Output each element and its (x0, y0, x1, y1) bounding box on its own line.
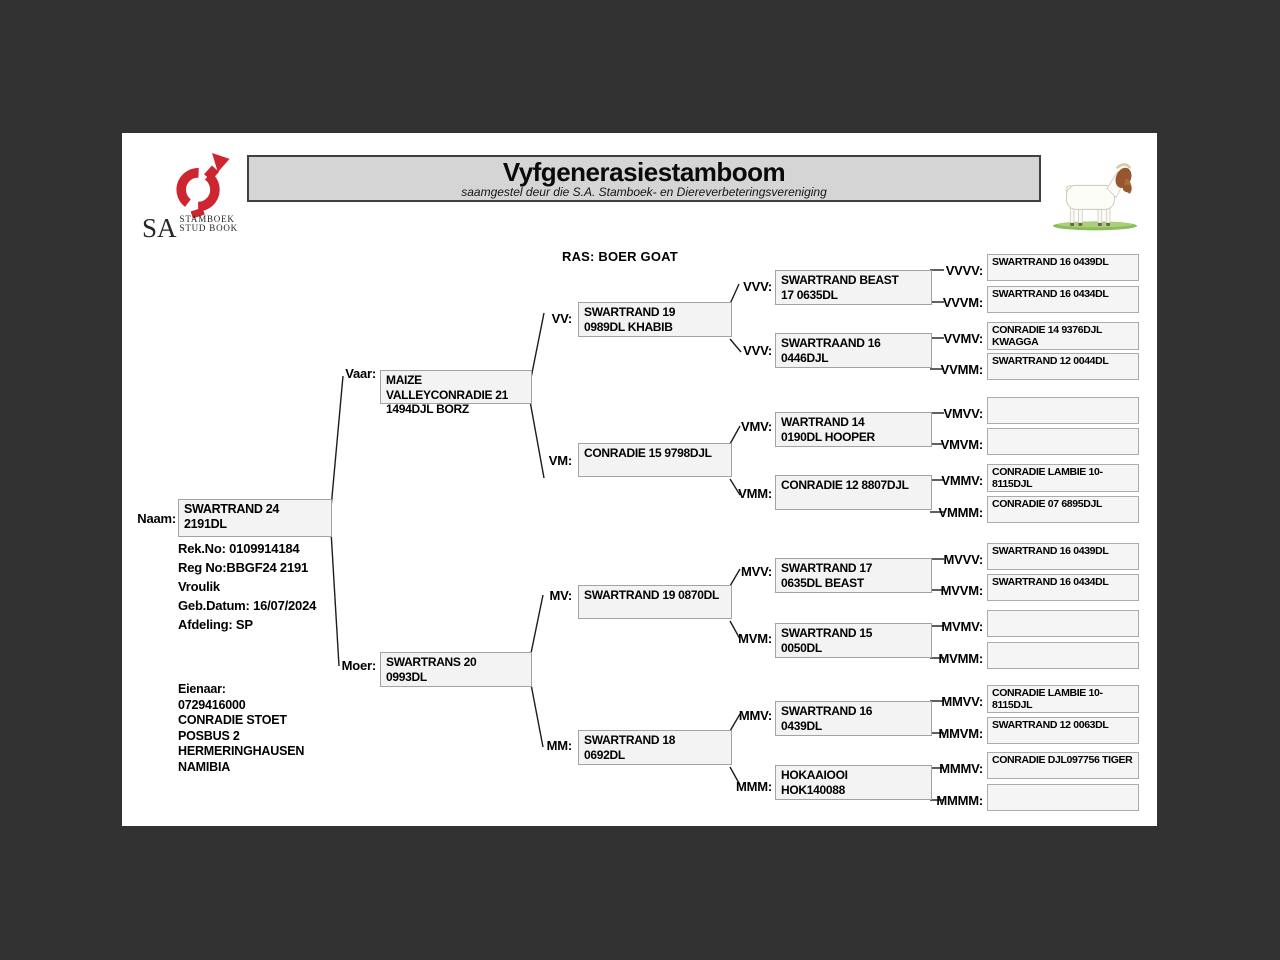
report-title: Vyfgenerasiestamboom (502, 157, 786, 187)
pedigree-box-vv: SWARTRAND 19 0989DL KHABIB (578, 302, 732, 337)
subject-sex: Vroulik (178, 579, 220, 594)
owner-name: CONRADIE STOET (178, 713, 287, 727)
pedigree-box-mvv: SWARTRAND 17 0635DL BEAST (775, 558, 932, 593)
pedigree-box-mmm: HOKAAIOOI HOK140088 (775, 765, 932, 800)
pedigree-box-mmvv: CONRADIE LAMBIE 10- 8115DJL (987, 685, 1139, 713)
boer-goat-image (1053, 163, 1137, 231)
owner-address-2: HERMERINGHAUSEN (178, 744, 305, 758)
label-mv: MV: (549, 588, 572, 603)
label-mmvv: MMVV: (941, 694, 983, 709)
pedigree-box-mvvm: SWARTRAND 16 0434DL (987, 574, 1139, 601)
pedigree-box-vmv: WARTRAND 14 0190DL HOOPER (775, 412, 932, 447)
label-vv: VV: (551, 311, 573, 326)
label-mvmm: MVMM: (938, 651, 984, 666)
report-title-box: Vyfgenerasiestamboom saamgestel deur die… (247, 155, 1041, 202)
label-mmm: MMM: (735, 779, 772, 794)
pedigree-box-vaar: MAIZE VALLEYCONRADIE 21 1494DJL BORZ (380, 370, 532, 416)
pedigree-box-mvm: SWARTRAND 15 0050DL (775, 623, 932, 658)
pedigree-box-vmmm: CONRADIE 07 6895DJL (987, 496, 1139, 523)
pedigree-box-mvmv (987, 610, 1139, 637)
sa-studbook-logo-icon (176, 153, 230, 219)
label-vm: VM: (548, 453, 572, 468)
label-mvvv: MVVV: (943, 552, 984, 567)
pedigree-box-mmmm (987, 784, 1139, 811)
owner-country: NAMIBIA (178, 759, 231, 774)
pedigree-box-vvmv: CONRADIE 14 9376DJL KWAGGA (987, 322, 1139, 350)
owner-phone: 0729416000 (178, 697, 246, 712)
pedigree-box-mmmv: CONRADIE DJL097756 TIGER (987, 752, 1139, 779)
subject-rek-no: Rek.No: 0109914184 (178, 541, 300, 556)
subject-birth-date: Geb.Datum: 16/07/2024 (178, 598, 317, 613)
pedigree-box-vvvm: SWARTRAND 16 0434DL (987, 286, 1139, 313)
subject-name-box: SWARTRAND 24 2191DL (178, 499, 332, 537)
label-vvvv: VVVV: (945, 263, 983, 278)
label-vvvm: VVVM: (942, 295, 983, 310)
label-vaar: Vaar: (345, 366, 376, 381)
logo-studbook-text: STUD BOOK (179, 223, 238, 233)
pedigree-connector-lines (330, 269, 944, 801)
label-mmvm: MMVM: (938, 726, 984, 741)
label-vmv: VMV: (741, 419, 772, 434)
pedigree-box-mm: SWARTRAND 18 0692DL (578, 730, 732, 765)
breed-label: RAS: BOER GOAT (562, 249, 678, 264)
label-mmmv: MMMV: (939, 761, 983, 776)
label-mmmm: MMMM: (936, 793, 983, 808)
pedigree-box-vvv-sire: SWARTRAND BEAST 17 0635DL (775, 270, 932, 305)
label-vmm: VMM: (738, 486, 772, 501)
pedigree-box-vvv-dam: SWARTRAAND 16 0446DJL (775, 333, 932, 368)
label-vvmv: VVMV: (943, 331, 984, 346)
label-moer: Moer: (341, 658, 377, 673)
owner-heading: Eienaar: (178, 682, 226, 696)
pedigree-box-vmvm (987, 428, 1139, 455)
logo-sa-text: SA (142, 213, 177, 243)
label-vvv-dam: VVV: (743, 343, 772, 358)
subject-division: Afdeling: SP (178, 617, 253, 632)
pedigree-box-vmvv (987, 397, 1139, 424)
subject-reg-no: Reg No:BBGF24 2191 (178, 560, 309, 575)
pedigree-box-mmv: SWARTRAND 16 0439DL (775, 701, 932, 736)
pedigree-box-vvvv: SWARTRAND 16 0439DL (987, 254, 1139, 281)
pedigree-box-vvmm: SWARTRAND 12 0044DL (987, 353, 1139, 380)
label-vvv-sire: VVV: (743, 279, 772, 294)
pedigree-box-mvvv: SWARTRAND 16 0439DL (987, 543, 1139, 570)
label-mvv: MVV: (741, 564, 772, 579)
label-vvmm: VVMM: (940, 362, 984, 377)
subject-details: Rek.No: 0109914184 Reg No:BBGF24 2191 Vr… (178, 539, 316, 634)
owner-block: Eienaar: 0729416000 CONRADIE STOET POSBU… (178, 682, 304, 775)
label-mm: MM: (546, 738, 573, 753)
label-mvm: MVM: (738, 631, 772, 646)
label-mmv: MMV: (738, 708, 772, 723)
pedigree-box-mvmm (987, 642, 1139, 669)
label-vmmv: VMMV: (941, 473, 983, 488)
report-subtitle: saamgestel deur die S.A. Stamboek- en Di… (461, 185, 827, 199)
pedigree-box-vm: CONRADIE 15 9798DJL (578, 443, 732, 477)
subject-name-label: Naam: (137, 511, 176, 526)
owner-address-1: POSBUS 2 (178, 728, 240, 743)
pedigree-box-vmmv: CONRADIE LAMBIE 10- 8115DJL (987, 464, 1139, 492)
label-vmmm: VMMM: (938, 505, 984, 520)
label-vmvm: VMVM: (940, 437, 984, 452)
pedigree-box-vmm: CONRADIE 12 8807DJL (775, 475, 932, 510)
pedigree-box-mmvm: SWARTRAND 12 0063DL (987, 717, 1139, 744)
label-mvvm: MVVM: (940, 583, 984, 598)
label-vmvv: VMVV: (943, 406, 984, 421)
label-mvmv: MVMV: (941, 619, 983, 634)
pedigree-box-moer: SWARTRANS 20 0993DL (380, 652, 532, 687)
logo-stamboek-text: STAMBOEK (179, 213, 235, 224)
pedigree-box-mv: SWARTRAND 19 0870DL (578, 585, 732, 619)
